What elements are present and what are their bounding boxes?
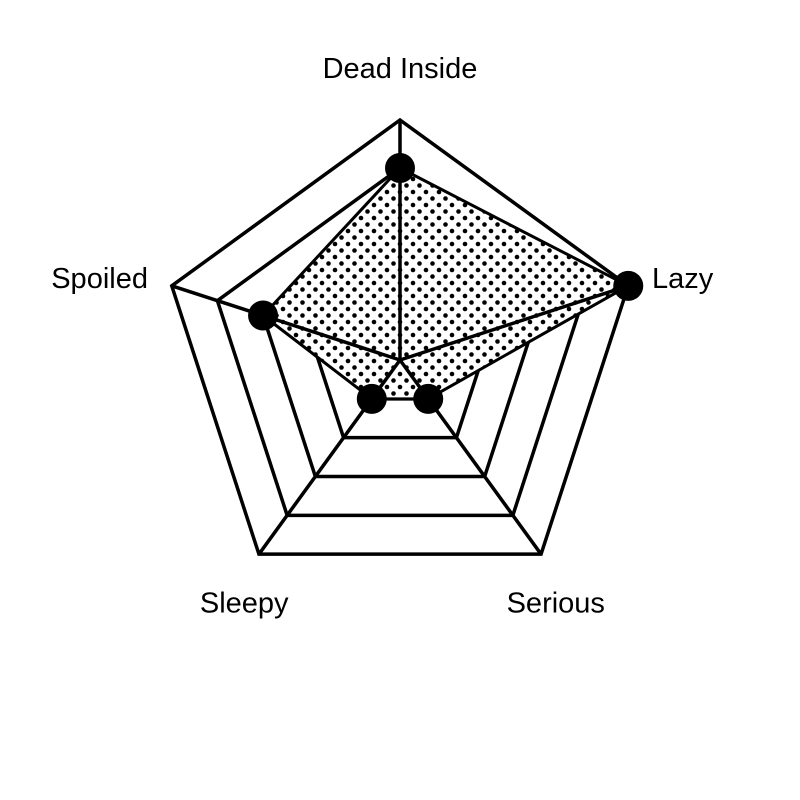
data-point-spoiled — [248, 300, 279, 331]
axis-label-serious: Serious — [507, 587, 605, 619]
data-point-lazy — [613, 270, 644, 301]
axis-label-dead-inside: Dead Inside — [323, 53, 478, 85]
data-area — [260, 166, 632, 401]
data-point-sleepy — [356, 383, 387, 414]
data-point-serious — [413, 383, 444, 414]
data-point-dead-inside — [385, 153, 415, 183]
radar-markers — [248, 153, 644, 414]
radar-spokes — [171, 120, 629, 556]
grid-ring-5 — [169, 117, 631, 556]
axis-label-spoiled: Spoiled — [51, 263, 148, 295]
axis-spoke-1 — [399, 284, 629, 362]
radar-data — [260, 166, 632, 401]
axis-label-lazy: Lazy — [652, 263, 714, 295]
axis-spoke-4 — [171, 284, 401, 362]
axis-label-sleepy: Sleepy — [200, 587, 289, 619]
